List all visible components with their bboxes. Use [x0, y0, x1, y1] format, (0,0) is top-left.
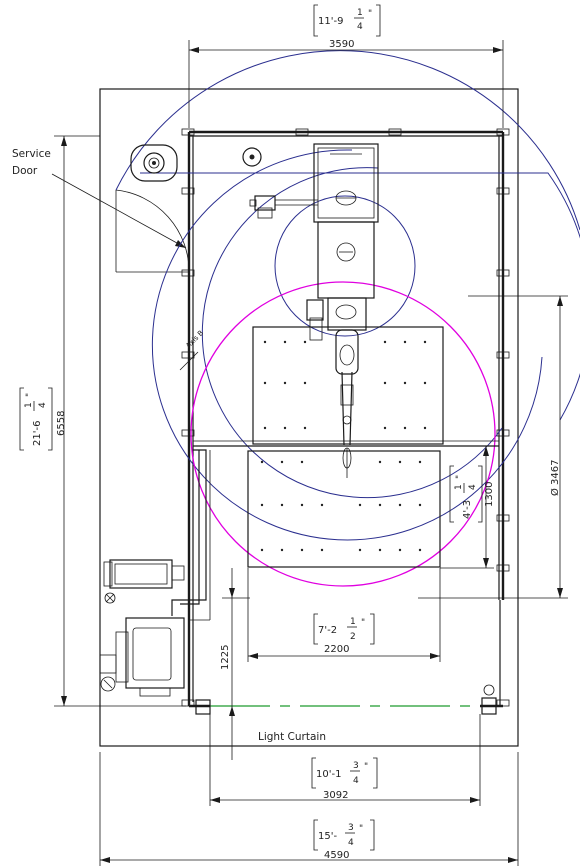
reach-envelopes	[115, 50, 580, 541]
overall-width-imperial: 15'-	[318, 831, 337, 842]
service-door	[115, 189, 190, 273]
gripper-dock	[249, 195, 318, 219]
table-width-metric: 2200	[324, 644, 349, 655]
light-curtain-label: Light Curtain	[258, 731, 326, 743]
svg-text:": "	[368, 9, 372, 19]
dimension-overall-height: 21'-6 1 4 " 6558	[19, 135, 186, 707]
dimension-overall-width: 15'- 3 4 " 4590	[99, 752, 519, 866]
power-cabinet	[99, 617, 185, 697]
table-height-imperial: 4'-3	[462, 500, 473, 519]
height-imperial: 21'-6	[32, 421, 43, 446]
table-height-metric: 1300	[484, 482, 495, 507]
dimension-table-width: 7'-2 1 2 " 2200	[247, 568, 441, 662]
top-width-metric: 3590	[329, 39, 354, 50]
svg-text:": "	[25, 393, 35, 397]
safety-fence	[181, 128, 510, 708]
table-width-frac-num: 1	[350, 617, 356, 627]
dimension-top-width: 11'-9 1 4 " 3590	[188, 4, 504, 128]
vacuum-cup	[242, 147, 262, 167]
table-height-frac-num: 1	[454, 484, 464, 490]
overall-width-metric: 4590	[324, 850, 349, 861]
service-door-label-line2: Door	[12, 165, 38, 177]
robot-arm	[306, 299, 359, 478]
upper-fixture-table	[252, 326, 444, 445]
table-width-imperial: 7'-2	[318, 625, 337, 636]
tool-stand	[130, 144, 178, 182]
height-frac-den: 4	[38, 402, 48, 408]
height-frac-num: 1	[24, 402, 34, 408]
svg-text:": "	[359, 824, 363, 834]
table-height-frac-den: 4	[468, 484, 478, 490]
svg-text:": "	[455, 475, 465, 479]
table-width-frac-den: 2	[350, 632, 356, 642]
curtain-width-frac-num: 3	[353, 761, 359, 771]
axis-b-arrow	[179, 351, 199, 371]
curtain-width-metric: 3092	[323, 790, 348, 801]
dimension-curtain-width: 10'-1 3 4 " 3092	[209, 714, 481, 806]
svg-text:": "	[364, 762, 368, 772]
lower-fixture-table	[247, 450, 441, 568]
overall-width-frac-den: 4	[348, 838, 354, 848]
dimension-table-offset: 1225	[220, 568, 250, 760]
top-width-imperial: 11'-9	[318, 16, 343, 27]
dimension-table-height: 4'-3 1 4 " 1300	[440, 445, 495, 569]
dimension-reach-diameter: Ø 3467	[418, 295, 568, 599]
top-width-frac-num: 1	[357, 8, 363, 18]
controller-cabinet	[103, 559, 185, 604]
floor-footprint	[99, 88, 519, 747]
service-door-label: Service	[12, 148, 51, 160]
curtain-width-frac-den: 4	[353, 776, 359, 786]
linear-track	[313, 143, 379, 331]
svg-text:": "	[361, 618, 365, 628]
curtain-width-imperial: 10'-1	[316, 769, 341, 780]
cable-duct	[171, 449, 211, 621]
height-metric: 6558	[56, 411, 67, 436]
overall-width-frac-num: 3	[348, 823, 354, 833]
top-width-frac-den: 4	[357, 22, 363, 32]
light-curtain	[195, 684, 497, 715]
table-offset-metric: 1225	[220, 645, 231, 670]
robot-reach-circle	[190, 281, 496, 587]
reach-diameter-text: Ø 3467	[549, 460, 561, 497]
